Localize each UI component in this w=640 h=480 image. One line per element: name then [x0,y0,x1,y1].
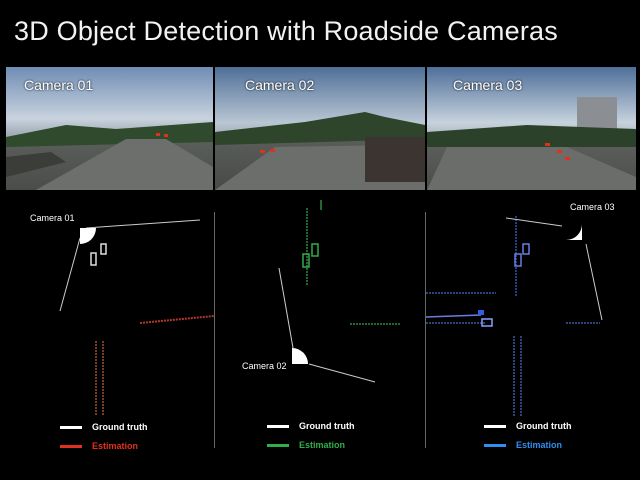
legend-03-estimation: Estimation [484,440,562,450]
legend-03-ground-truth: Ground truth [484,421,572,431]
camera-01-label: Camera 01 [24,77,94,93]
camera-01-view: Camera 01 [6,67,213,190]
legend-swatch [267,444,289,448]
page-title: 3D Object Detection with Roadside Camera… [14,16,558,46]
camera-02-scene [215,112,425,190]
bev-divider-1 [214,212,215,448]
bev-02-drawing [278,200,400,383]
bev-03-camera-tag: Camera 03 [570,202,615,212]
camera-02-view: Camera 02 [215,67,425,190]
legend-02-ground-truth: Ground truth [267,421,355,431]
bev-view-camera-02: Camera 02 Ground truth Estimation [215,196,425,480]
camera-03-scene [427,97,636,190]
bev-01-camera-tag: Camera 01 [30,213,75,223]
bev-02-camera-tag: Camera 02 [242,361,287,371]
camera-02-label: Camera 02 [245,77,315,93]
camera-03-view: Camera 03 [427,67,636,190]
bev-view-camera-03: Camera 03 Ground truth Estimation [426,196,640,480]
bev-divider-2 [425,212,426,448]
bev-view-camera-01: Camera 01 Ground truth Estimation [0,196,214,480]
legend-swatch [484,444,506,448]
legend-swatch [267,425,289,429]
legend-01-ground-truth: Ground truth [60,422,148,432]
legend-swatch [60,445,82,449]
legend-01-estimation: Estimation [60,441,138,451]
legend-swatch [484,425,506,429]
legend-swatch [60,426,82,430]
bev-01-drawing [59,219,214,416]
legend-02-estimation: Estimation [267,440,345,450]
camera-03-label: Camera 03 [453,77,523,93]
camera-01-scene [6,122,213,190]
bev-03-drawing [426,216,603,416]
